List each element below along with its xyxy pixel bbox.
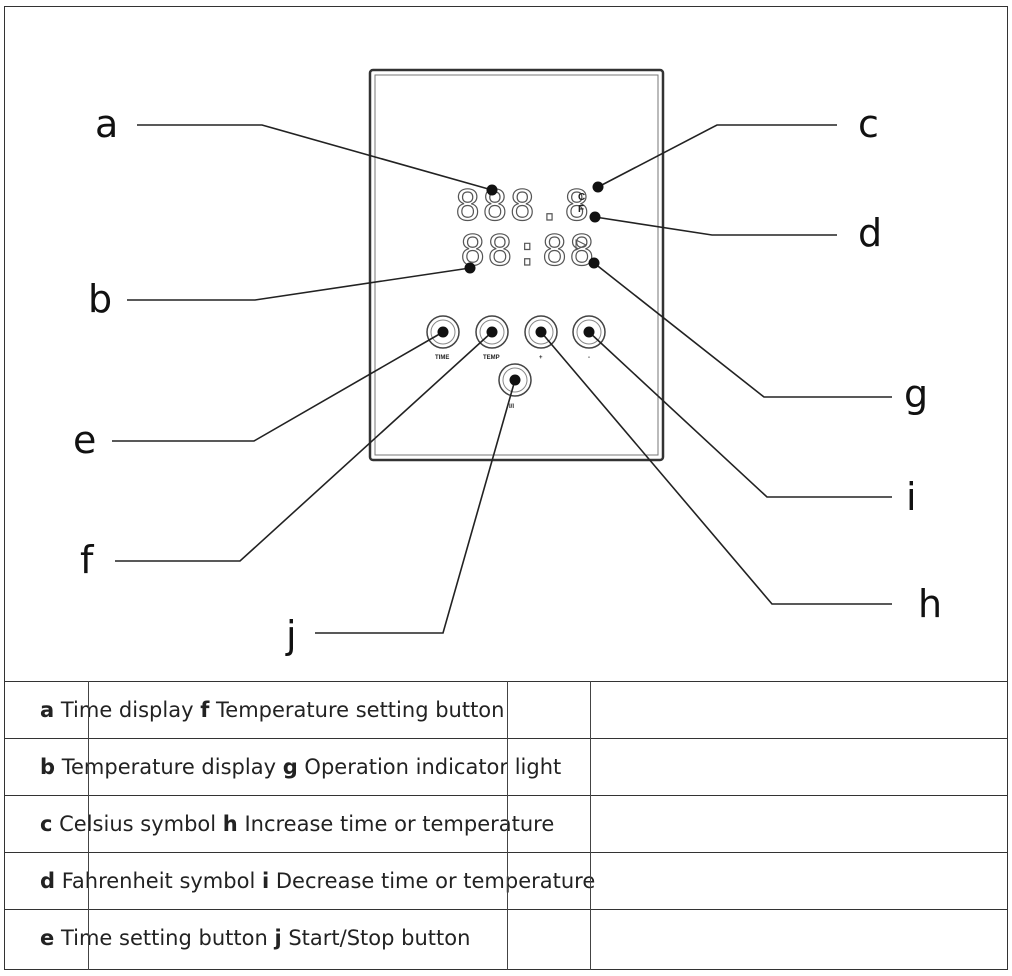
start-stop-button-label: I/I (509, 404, 514, 410)
legend-text: Temperature display (61, 755, 276, 779)
legend-key: a (40, 698, 55, 722)
increase-button[interactable]: + (524, 315, 558, 361)
fahrenheit-unit-symbol: F (578, 204, 584, 215)
minus-button-label: - (588, 355, 590, 361)
control-panel (368, 68, 665, 462)
callout-h: h (918, 582, 942, 626)
operation-indicator-icon (575, 239, 588, 251)
callout-i: i (906, 475, 917, 519)
legend-text: Time setting button (60, 926, 268, 950)
legend-key: h (222, 812, 238, 836)
legend-text: Increase time or temperature (244, 812, 555, 836)
legend-text: Fahrenheit symbol (61, 869, 256, 893)
callout-e: e (73, 418, 96, 462)
callout-dot-b (464, 262, 476, 274)
legend-key: c (40, 812, 53, 836)
legend-row: d Fahrenheit symbol i Decrease time or t… (4, 852, 1008, 910)
leader-lines (112, 124, 892, 634)
temperature-display-digits: 888.8 (455, 181, 591, 230)
leader-line-j (315, 379, 516, 634)
leader-line-g (593, 262, 892, 398)
legend-text: Start/Stop button (288, 926, 471, 950)
control-panel-diagram: 888.8 88:88 C F TIME TEMP + - I/I (73, 68, 942, 657)
legend-key: b (40, 755, 56, 779)
callout-dot-d (589, 211, 601, 223)
legend-grid-line (88, 681, 89, 970)
figure-frame (4, 6, 1008, 970)
legend-key: e (40, 926, 55, 950)
legend-key: d (40, 869, 56, 893)
leader-line-h (540, 331, 892, 605)
callout-dot-j (509, 374, 521, 386)
callout-d: d (858, 211, 882, 255)
legend-text: Time display (60, 698, 194, 722)
legend-key: f (200, 698, 210, 722)
legend-row: e Time setting button j Start/Stop butto… (4, 909, 1008, 966)
leader-line-a (137, 124, 493, 191)
callout-dot-h (535, 326, 547, 338)
legend-text: Operation indicator light (304, 755, 562, 779)
legend-key: j (274, 926, 282, 950)
leader-line-b (127, 267, 471, 301)
callout-dot-a (486, 184, 498, 196)
legend-text: Decrease time or temperature (275, 869, 596, 893)
callout-dot-c (592, 181, 604, 193)
legend-row: b Temperature display g Operation indica… (4, 738, 1008, 796)
legend-row: a Time display f Temperature setting but… (4, 681, 1008, 739)
callout-f: f (80, 538, 95, 582)
leader-line-e (112, 331, 444, 442)
callout-a: a (95, 102, 118, 146)
callout-b: b (88, 277, 112, 321)
plus-button-label: + (539, 355, 543, 361)
leader-line-i (588, 331, 892, 498)
callout-dots (437, 181, 604, 386)
callout-j: j (285, 613, 297, 657)
callout-c: c (858, 102, 879, 146)
celsius-unit-symbol: C (578, 192, 585, 203)
legend-key: g (282, 755, 298, 779)
legend-row: c Celsius symbol h Increase time or temp… (4, 795, 1008, 853)
legend-key: i (261, 869, 270, 893)
time-button-label: TIME (435, 355, 449, 361)
callout-dot-g (588, 257, 600, 269)
callout-dot-e (437, 326, 449, 338)
leader-line-d (594, 216, 837, 236)
legend-table: a Time display f Temperature setting but… (4, 681, 1008, 966)
legend-text: Celsius symbol (59, 812, 217, 836)
legend-grid-line (507, 681, 508, 970)
time-display-digits: 88:88 (460, 226, 596, 275)
callout-g: g (904, 372, 928, 416)
leader-line-c (597, 124, 837, 188)
callout-dot-i (583, 326, 595, 338)
legend-text: Temperature setting button (216, 698, 505, 722)
callout-dot-f (486, 326, 498, 338)
leader-line-f (115, 331, 493, 562)
legend-grid-line (590, 681, 591, 970)
temp-button-label: TEMP (483, 355, 500, 361)
